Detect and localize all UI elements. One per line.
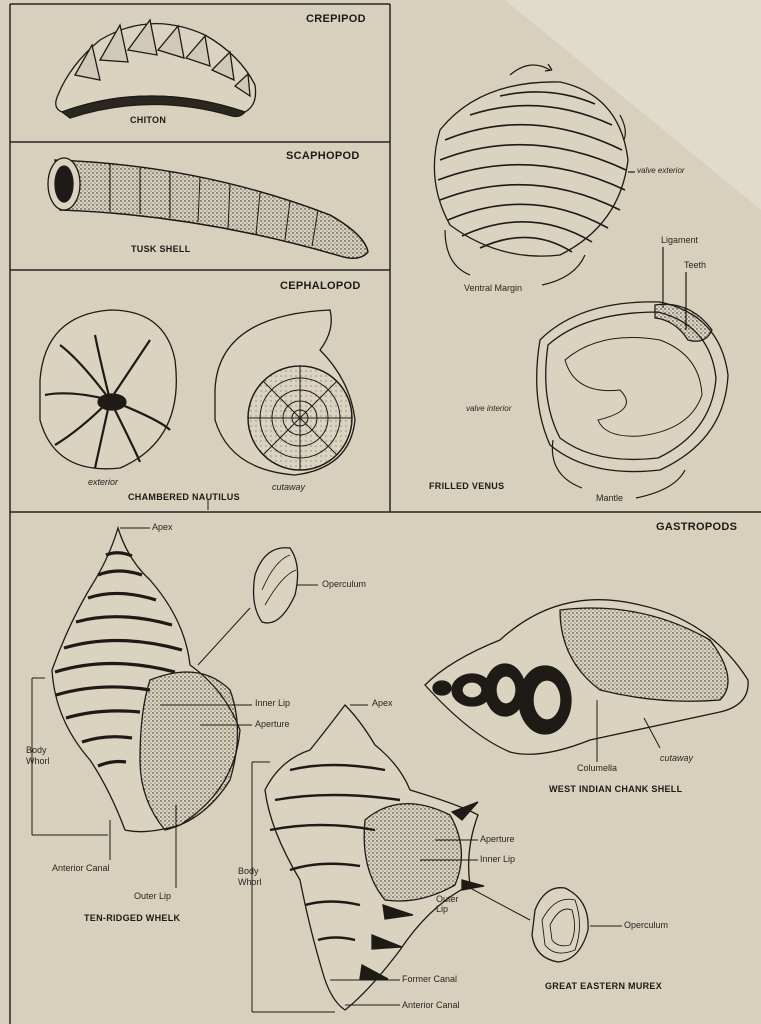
chank-columella-label: Columella <box>577 764 617 773</box>
whelk-anterior-canal-label: Anterior Canal <box>52 864 110 873</box>
chambered-nautilus-caption: CHAMBERED NAUTILUS <box>128 493 240 502</box>
valve-interior-label: valve interior <box>466 405 511 413</box>
ventral-margin-label: Ventral Margin <box>464 284 522 293</box>
chank-caption: WEST INDIAN CHANK SHELL <box>549 785 682 794</box>
murex-body-whorl-label: Body Whorl <box>238 866 274 888</box>
chank-cutaway-label: cutaway <box>660 754 693 763</box>
chiton-drawing <box>56 20 256 118</box>
whelk-body-whorl-label: Body Whorl <box>26 745 66 767</box>
cephalopod-header: CEPHALOPOD <box>280 281 361 292</box>
murex-operculum-label: Operculum <box>624 921 668 930</box>
whelk-inner-lip-label: Inner Lip <box>255 699 290 708</box>
murex-caption: GREAT EASTERN MUREX <box>545 982 662 991</box>
murex-outer-lip-label: Outer Lip <box>436 894 466 915</box>
murex-anterior-canal-label: Anterior Canal <box>402 1001 460 1010</box>
whelk-caption: TEN-RIDGED WHELK <box>84 914 180 923</box>
ligament-label: Ligament <box>661 236 698 245</box>
murex-former-canal-label: Former Canal <box>402 975 457 984</box>
murex-drawing <box>252 705 622 1012</box>
tusk-shell-drawing <box>48 158 368 258</box>
teeth-label: Teeth <box>684 261 706 270</box>
valve-exterior-label: valve exterior <box>637 167 685 175</box>
chank-drawing <box>425 600 748 762</box>
whelk-aperture-label: Aperture <box>255 720 290 729</box>
tusk-shell-caption: TUSK SHELL <box>131 245 191 254</box>
nautilus-exterior-label: exterior <box>88 478 118 487</box>
nautilus-exterior-drawing <box>40 310 176 469</box>
gastropods-header: GASTROPODS <box>656 522 737 533</box>
murex-aperture-label: Aperture <box>480 835 515 844</box>
mantle-label: Mantle <box>596 494 623 503</box>
venus-exterior-drawing <box>434 64 635 285</box>
whelk-operculum-label: Operculum <box>322 580 366 589</box>
scaphopod-header: SCAPHOPOD <box>286 151 360 162</box>
chiton-caption: CHITON <box>130 116 166 125</box>
frilled-venus-caption: FRILLED VENUS <box>429 482 504 491</box>
venus-interior-drawing <box>537 247 728 498</box>
crepipod-header: CREPIPOD <box>306 14 366 25</box>
murex-apex-label: Apex <box>372 699 393 708</box>
whelk-apex-label: Apex <box>152 523 173 532</box>
murex-inner-lip-label: Inner Lip <box>480 855 515 864</box>
whelk-outer-lip-label: Outer Lip <box>134 892 171 901</box>
whelk-drawing <box>32 528 318 888</box>
nautilus-cutaway-drawing <box>215 310 355 475</box>
nautilus-cutaway-label: cutaway <box>272 483 305 492</box>
